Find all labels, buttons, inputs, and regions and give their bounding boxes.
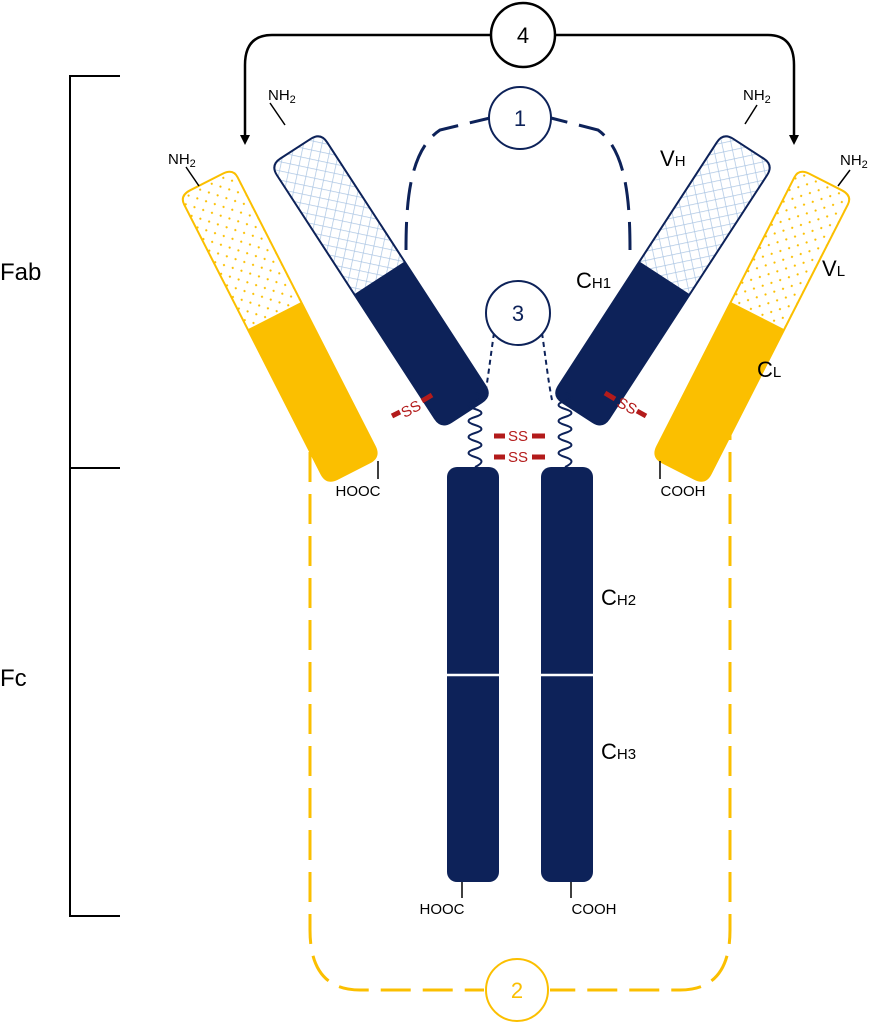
fc-bracket: [69, 467, 120, 917]
marker-4-circle: [489, 1, 557, 69]
vh-label: VH: [660, 146, 686, 171]
terminus-tick: [185, 166, 200, 187]
disulfide-label: SS: [508, 449, 528, 466]
marker-3-circle: [485, 280, 551, 346]
nh2-label: NH2: [268, 87, 296, 106]
disulfide-bond: [603, 390, 617, 402]
hooc-label: HOOC: [420, 901, 465, 918]
hinge-right: [557, 392, 573, 468]
disulfide-label: SS: [398, 397, 424, 421]
link-4-arrow: [240, 33, 490, 145]
disulfide-bond: [420, 392, 434, 404]
ch3-label: CH3: [601, 739, 636, 764]
terminus-tick: [837, 169, 851, 187]
link-1-dashed: [550, 116, 632, 251]
fab-bracket: [69, 75, 120, 469]
ch1-label: CH1: [576, 268, 611, 293]
link-2-dashed: [308, 410, 484, 992]
fc-label: Fc: [0, 665, 27, 692]
disulfide-bond: [390, 409, 402, 419]
left-heavy-chain-fab: [273, 135, 489, 426]
marker-1-circle: [488, 86, 552, 150]
marker-2-circle: [485, 958, 549, 1022]
link-3-dashed: [483, 332, 495, 401]
vl-label: VL: [822, 256, 845, 281]
link-1-dashed: [404, 116, 491, 251]
right-heavy-chain-fab: [555, 135, 771, 426]
cooh-label: COOH: [661, 483, 706, 500]
terminus-tick: [744, 104, 758, 125]
marker-1-label: 1: [514, 106, 526, 131]
fab-label: Fab: [0, 259, 41, 286]
marker-3-label: 3: [512, 301, 524, 326]
nh2-label: NH2: [743, 87, 771, 106]
right-light-chain: [654, 170, 851, 482]
disulfide-bond: [635, 408, 648, 419]
ch2-label: CH2: [601, 585, 636, 610]
nh2-label: NH2: [840, 152, 868, 171]
link-4-arrow: [556, 33, 799, 145]
hinge-left: [467, 392, 483, 468]
link-2-dashed: [550, 410, 732, 992]
disulfide-label: SS: [508, 428, 528, 445]
cooh-label: COOH: [572, 901, 617, 918]
marker-4-label: 4: [517, 23, 529, 48]
link-3-dashed: [541, 332, 553, 401]
nh2-label: NH2: [168, 151, 196, 170]
terminus-tick: [269, 102, 286, 126]
marker-2-label: 2: [511, 978, 523, 1003]
left-light-chain: [181, 170, 378, 482]
hooc-label: HOOC: [336, 483, 381, 500]
cl-label: CL: [757, 357, 781, 382]
